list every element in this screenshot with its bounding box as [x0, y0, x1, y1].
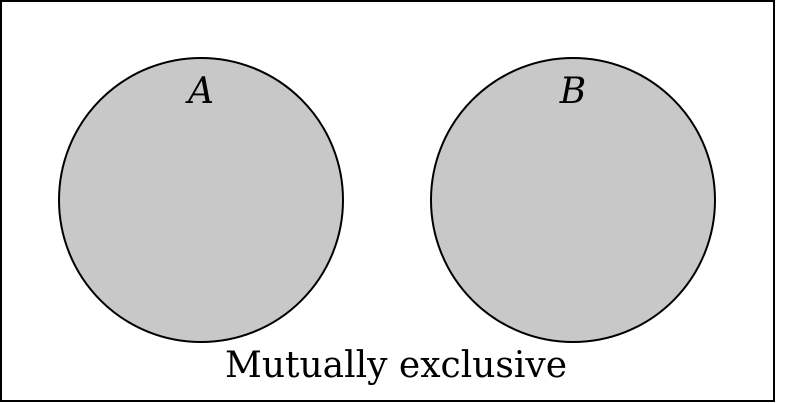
set-b-circle [430, 57, 716, 343]
diagram-caption: Mutually exclusive [225, 345, 567, 386]
set-a-circle [58, 57, 344, 343]
set-a-label: A [185, 71, 214, 112]
set-b-label: B [559, 71, 586, 112]
